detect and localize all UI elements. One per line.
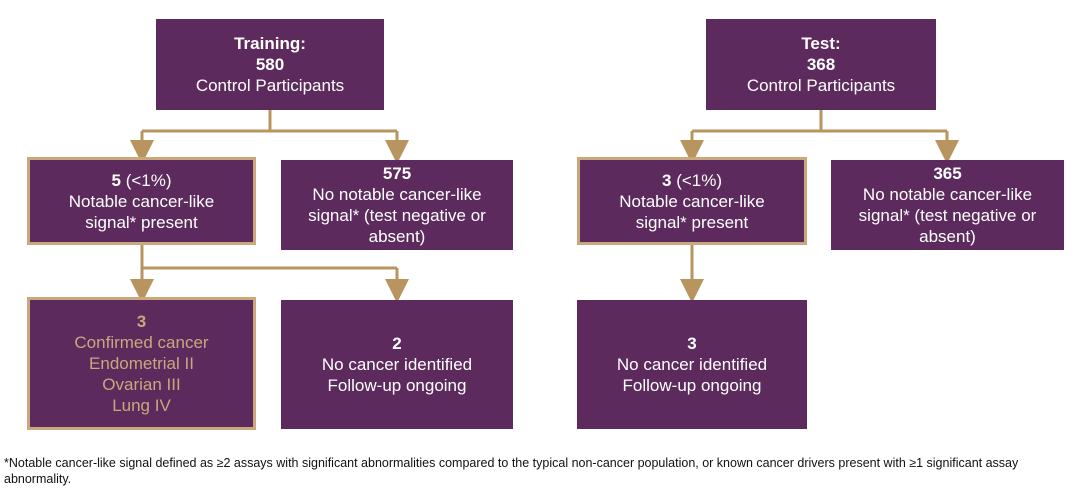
training-nocancer-line1: No cancer identified — [321, 355, 473, 374]
test-title: Test: — [801, 34, 841, 53]
test-signal-box: 3 (<1%) Notable cancer-like signal* pres… — [577, 157, 807, 245]
training-confirmed-line3: Ovarian III — [102, 375, 181, 394]
training-count: 580 — [255, 55, 285, 74]
training-signal-pct: (<1%) — [125, 170, 172, 190]
test-label: Control Participants — [746, 76, 896, 95]
test-nocancer-count: 3 — [687, 334, 697, 353]
training-confirmed-line4: Lung IV — [112, 396, 171, 415]
training-signal-line1: Notable cancer-like — [68, 191, 215, 211]
test-root-box: Test: 368 Control Participants — [706, 19, 936, 110]
test-nosignal-count: 365 — [933, 164, 962, 183]
training-nocancer-count: 2 — [392, 334, 402, 353]
training-confirmed-box: 3 Confirmed cancer Endometrial II Ovaria… — [27, 297, 256, 430]
training-nocancer-line2: Follow-up ongoing — [327, 376, 467, 395]
test-nocancer-line2: Follow-up ongoing — [622, 376, 762, 395]
test-signal-line2: signal* present — [635, 212, 749, 232]
training-label: Control Participants — [195, 76, 345, 95]
test-signal-line1: Notable cancer-like — [619, 191, 765, 211]
training-signal-line2: signal* present — [85, 212, 198, 232]
footnote: *Notable cancer-like signal defined as ≥… — [4, 456, 1019, 486]
test-signal-count: 3 — [661, 170, 672, 190]
test-count: 368 — [806, 55, 836, 74]
test-nocancer-box: 3 No cancer identified Follow-up ongoing — [577, 300, 807, 429]
training-nosignal-count: 575 — [382, 164, 412, 183]
training-title: Training: — [234, 34, 306, 53]
test-nosignal-line2: signal* (test negative or — [858, 206, 1037, 225]
training-nocancer-box: 2 No cancer identified Follow-up ongoing — [281, 300, 513, 429]
test-nosignal-line3: absent) — [919, 227, 976, 246]
training-root-box: Training: 580 Control Participants — [156, 19, 384, 110]
test-nocancer-line1: No cancer identified — [616, 355, 768, 374]
training-nosignal-line2: signal* (test negative or — [308, 206, 486, 225]
test-nosignal-box: 365 No notable cancer-like signal* (test… — [831, 160, 1064, 250]
training-signal-box: 5 (<1%) Notable cancer-like signal* pres… — [27, 157, 256, 245]
training-signal-count: 5 — [111, 170, 121, 190]
training-nosignal-line1: No notable cancer-like — [312, 185, 482, 204]
training-confirmed-line2: Endometrial II — [89, 354, 194, 373]
test-signal-pct: (<1%) — [676, 170, 723, 190]
test-nosignal-line1: No notable cancer-like — [862, 185, 1033, 204]
training-nosignal-line3: absent) — [368, 227, 426, 246]
training-nosignal-box: 575 No notable cancer-like signal* (test… — [281, 160, 513, 250]
training-confirmed-line1: Confirmed cancer — [74, 333, 209, 352]
training-confirmed-count: 3 — [136, 312, 147, 331]
